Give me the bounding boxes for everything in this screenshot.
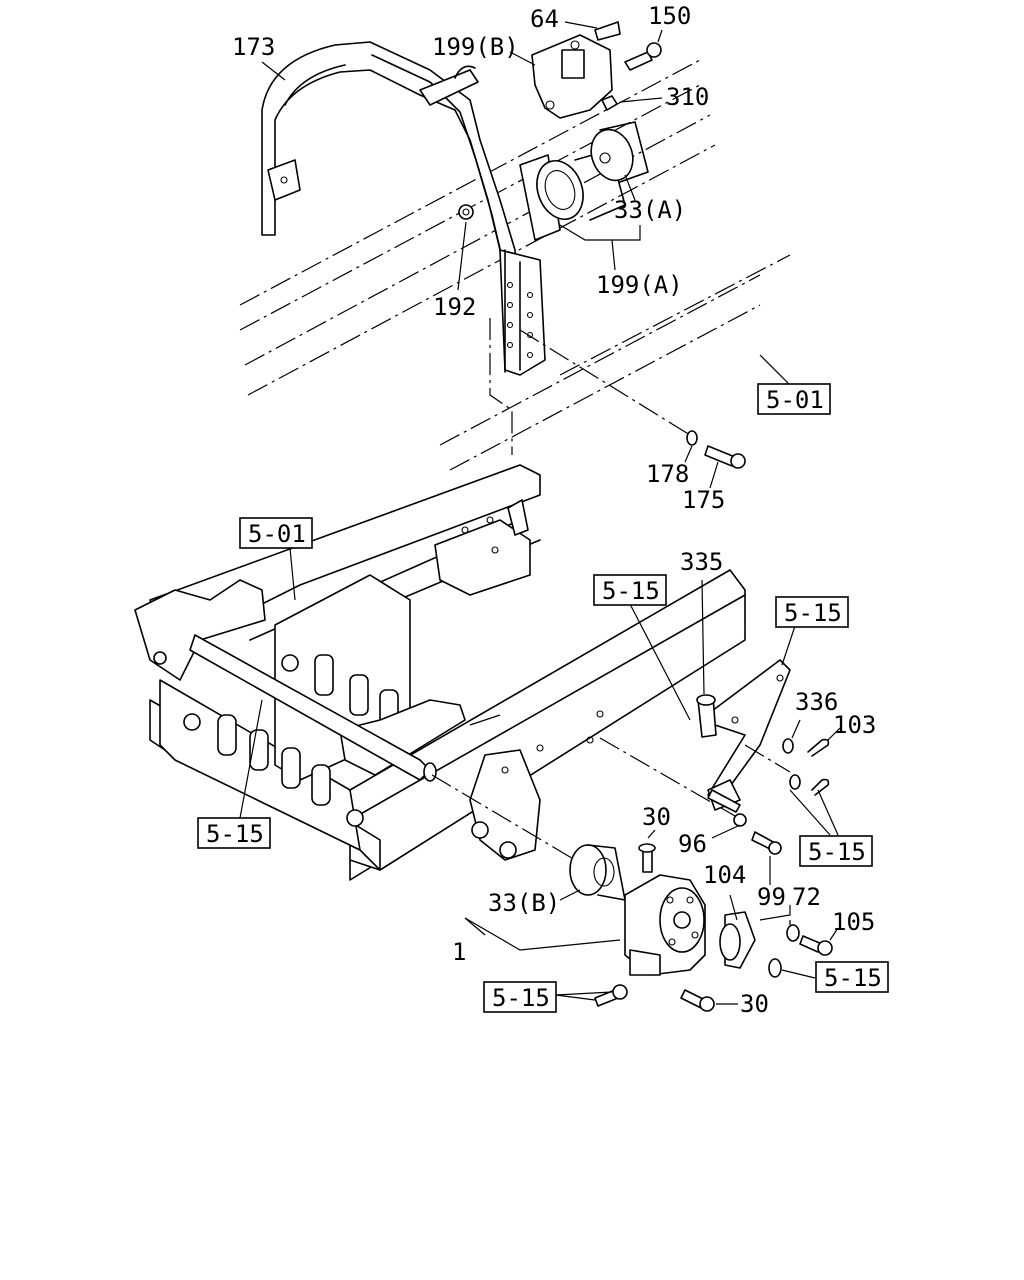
label-1: 1	[452, 938, 466, 966]
bolt-105	[799, 927, 839, 956]
pin-104	[719, 894, 756, 969]
arch-mount-projection	[489, 318, 691, 455]
ref-5-15-c-text: 5-15	[206, 820, 264, 848]
label-192: 192	[433, 293, 476, 321]
label-30-upper: 30	[642, 803, 671, 831]
ref-5-15-d-text: 5-15	[808, 838, 866, 866]
ref-box-5-15-a[interactable]: 5-15	[593, 574, 667, 606]
small-parts-515	[744, 744, 839, 836]
ref-5-15-f-text: 5-15	[492, 984, 550, 1012]
label-178: 178	[646, 460, 689, 488]
ring-515	[768, 958, 816, 979]
bushing-33b	[559, 844, 626, 901]
label-99: 99	[757, 883, 786, 911]
bolt-nut-515	[555, 984, 628, 1007]
washer-336	[782, 719, 801, 754]
bolt-96	[707, 789, 741, 839]
label-33b: 33(B)	[488, 889, 560, 917]
ref-box-5-15-e[interactable]: 5-15	[815, 961, 889, 993]
leader-lines	[239, 51, 796, 819]
nut-192	[457, 204, 474, 291]
label-175: 175	[682, 486, 725, 514]
tire-carrier-arch	[261, 41, 546, 376]
bolt-30-upper	[638, 829, 656, 873]
bolt-335	[696, 579, 717, 738]
nut-310	[601, 95, 663, 111]
label-64: 64	[530, 5, 559, 33]
clip-64	[564, 21, 621, 41]
label-310: 310	[666, 83, 709, 111]
ref-5-01-upper-text: 5-01	[766, 386, 824, 414]
upper-frame-rail	[239, 59, 791, 471]
label-103: 103	[833, 711, 876, 739]
label-105: 105	[832, 908, 875, 936]
label-173: 173	[232, 33, 275, 61]
shackle-bracket-1	[464, 874, 706, 976]
label-104: 104	[703, 861, 746, 889]
ref-5-15-e-text: 5-15	[824, 964, 882, 992]
washer-178	[684, 430, 698, 463]
bolt-150	[624, 29, 663, 71]
label-30-lower: 30	[740, 990, 769, 1018]
label-150: 150	[648, 2, 691, 30]
cushion-199a	[519, 149, 641, 271]
ref-5-15-b-text: 5-15	[784, 599, 842, 627]
label-199b: 199(B)	[432, 33, 519, 61]
label-33a: 33(A)	[614, 196, 686, 224]
label-336: 336	[795, 688, 838, 716]
label-199a: 199(A)	[596, 271, 683, 299]
cushion-33a	[590, 121, 649, 201]
label-96: 96	[678, 830, 707, 858]
ref-box-5-15-f[interactable]: 5-15	[483, 981, 557, 1013]
cotter-103	[807, 727, 841, 757]
bolt-99	[751, 831, 782, 885]
bolt-175	[704, 445, 746, 489]
lower-frame	[134, 464, 746, 881]
ref-box-5-15-d[interactable]: 5-15	[799, 835, 873, 867]
ref-5-15-a-text: 5-15	[602, 577, 660, 605]
bracket-199b	[531, 34, 613, 119]
label-72: 72	[792, 883, 821, 911]
ref-box-5-01-lower[interactable]: 5-01	[239, 517, 313, 549]
label-335: 335	[680, 548, 723, 576]
washer-72	[759, 905, 800, 942]
ref-box-5-15-c[interactable]: 5-15	[197, 817, 271, 849]
ref-box-5-01-upper[interactable]: 5-01	[757, 383, 831, 415]
bolt-30-lower	[680, 989, 738, 1012]
ref-box-5-15-b[interactable]: 5-15	[775, 596, 849, 628]
ref-5-01-lower-text: 5-01	[248, 520, 306, 548]
